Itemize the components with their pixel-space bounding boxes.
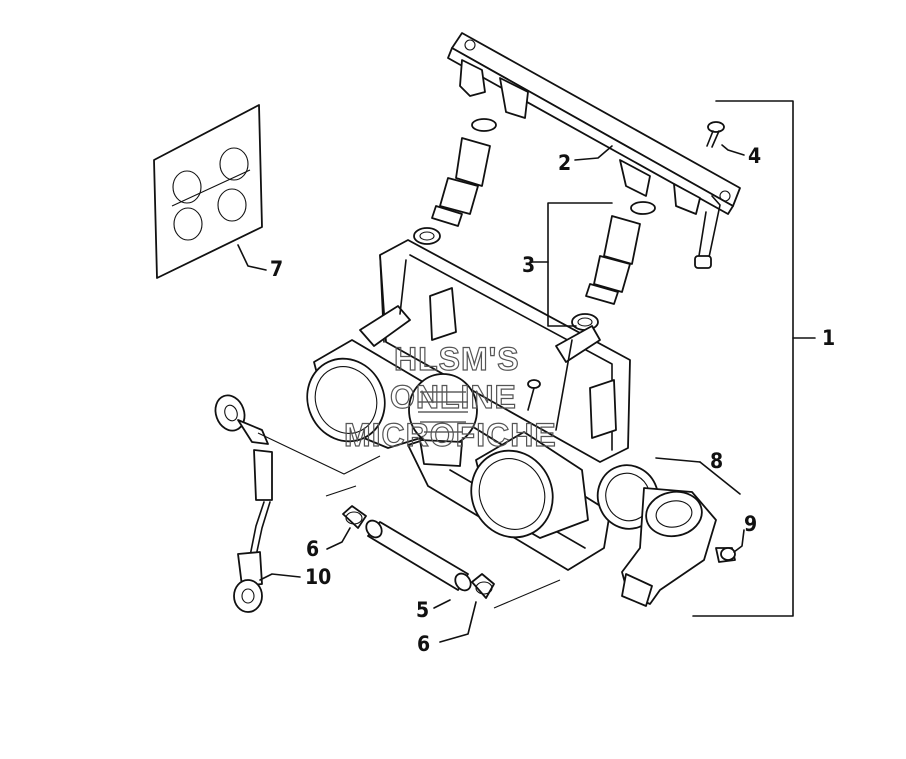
throttle-body — [306, 239, 631, 571]
part-label-3: 3 — [522, 253, 535, 277]
part-label-4: 4 — [748, 144, 761, 168]
part-label-5: 5 — [416, 598, 429, 622]
part-label-7: 7 — [270, 257, 283, 281]
part-label-10: 10 — [305, 565, 331, 589]
watermark-line-1: HLSM'S — [394, 341, 520, 377]
hose-clamp-upper — [342, 505, 367, 529]
hose-clamp-lower — [471, 573, 495, 599]
hose — [365, 519, 472, 592]
screw-9 — [715, 547, 736, 563]
watermark-line-3: MICROFICHE — [344, 417, 557, 453]
part-label-8: 8 — [710, 449, 723, 473]
fuel-injector-right — [571, 201, 656, 331]
leader-lines — [237, 100, 816, 643]
part-label-6-lower: 6 — [417, 632, 430, 656]
watermark: HLSM'S ONLINE MICROFICHE — [343, 340, 557, 453]
throttle-cable — [214, 394, 273, 613]
fuel-rail — [447, 32, 741, 269]
screw-4 — [706, 121, 725, 148]
part-label-6-upper: 6 — [306, 537, 319, 561]
gasket-sheet — [153, 104, 263, 279]
part-label-9: 9 — [744, 512, 757, 536]
part-label-1: 1 — [822, 326, 835, 350]
throttle-position-sensor — [621, 487, 717, 607]
part-label-2: 2 — [558, 151, 571, 175]
fuel-injector-left — [413, 118, 497, 245]
watermark-line-2: ONLINE — [390, 379, 517, 415]
